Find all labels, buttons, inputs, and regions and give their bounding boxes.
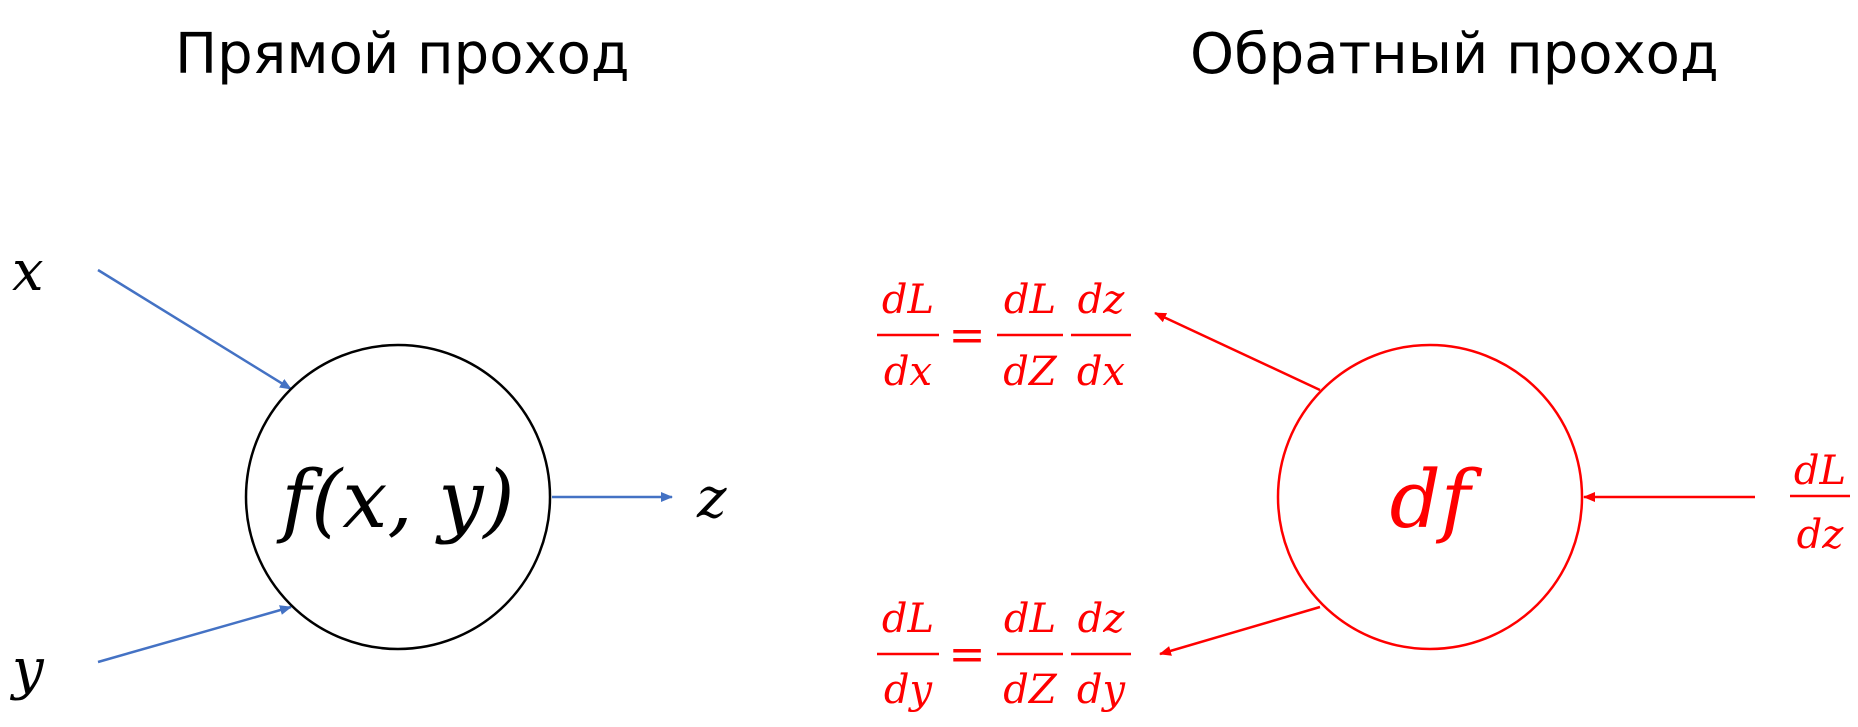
grad-x-lhs-numerator: dL: [882, 277, 934, 323]
incoming-gradient-numerator: dL: [1794, 448, 1846, 494]
backward-node-label: df: [1390, 453, 1483, 546]
grad-y-f2-numerator: dz: [1078, 596, 1126, 642]
incoming-gradient-denominator: dz: [1797, 512, 1845, 558]
grad-x-lhs-denominator: dx: [884, 349, 932, 395]
gradient-y-equation: dL dy = dL dZ dz dy: [877, 596, 1131, 713]
grad-x-f1-numerator: dL: [1004, 277, 1056, 323]
forward-node: [244, 343, 552, 651]
grad-x-f1-denominator: dZ: [1003, 349, 1058, 395]
grad-y-lhs-denominator: dy: [884, 667, 934, 713]
edge-y-to-node: [97, 605, 292, 664]
grad-x-equals: =: [949, 310, 986, 361]
grad-y-equals: =: [949, 629, 986, 680]
incoming-gradient-fraction: dL dz: [1790, 448, 1850, 558]
input-y-label: y: [9, 637, 45, 702]
output-z-label: z: [696, 466, 727, 531]
backward-node: [1276, 343, 1584, 651]
forward-node-label: f(x, y): [276, 453, 514, 546]
edge-gradient-to-y: [1159, 605, 1321, 656]
grad-x-f2-denominator: dx: [1077, 349, 1125, 395]
input-x-label: x: [12, 239, 44, 304]
grad-y-lhs-numerator: dL: [882, 596, 934, 642]
edge-x-to-node: [97, 268, 292, 391]
grad-y-f1-numerator: dL: [1004, 596, 1056, 642]
backward-pass-title: Обратный проход: [1190, 22, 1719, 87]
grad-x-f2-numerator: dz: [1078, 277, 1126, 323]
forward-pass-title: Прямой проход: [175, 22, 630, 87]
grad-y-f2-denominator: dy: [1077, 667, 1127, 713]
grad-y-f1-denominator: dZ: [1003, 667, 1058, 713]
gradient-x-equation: dL dx = dL dZ dz dx: [877, 277, 1131, 395]
edge-gradient-to-x: [1154, 311, 1321, 392]
